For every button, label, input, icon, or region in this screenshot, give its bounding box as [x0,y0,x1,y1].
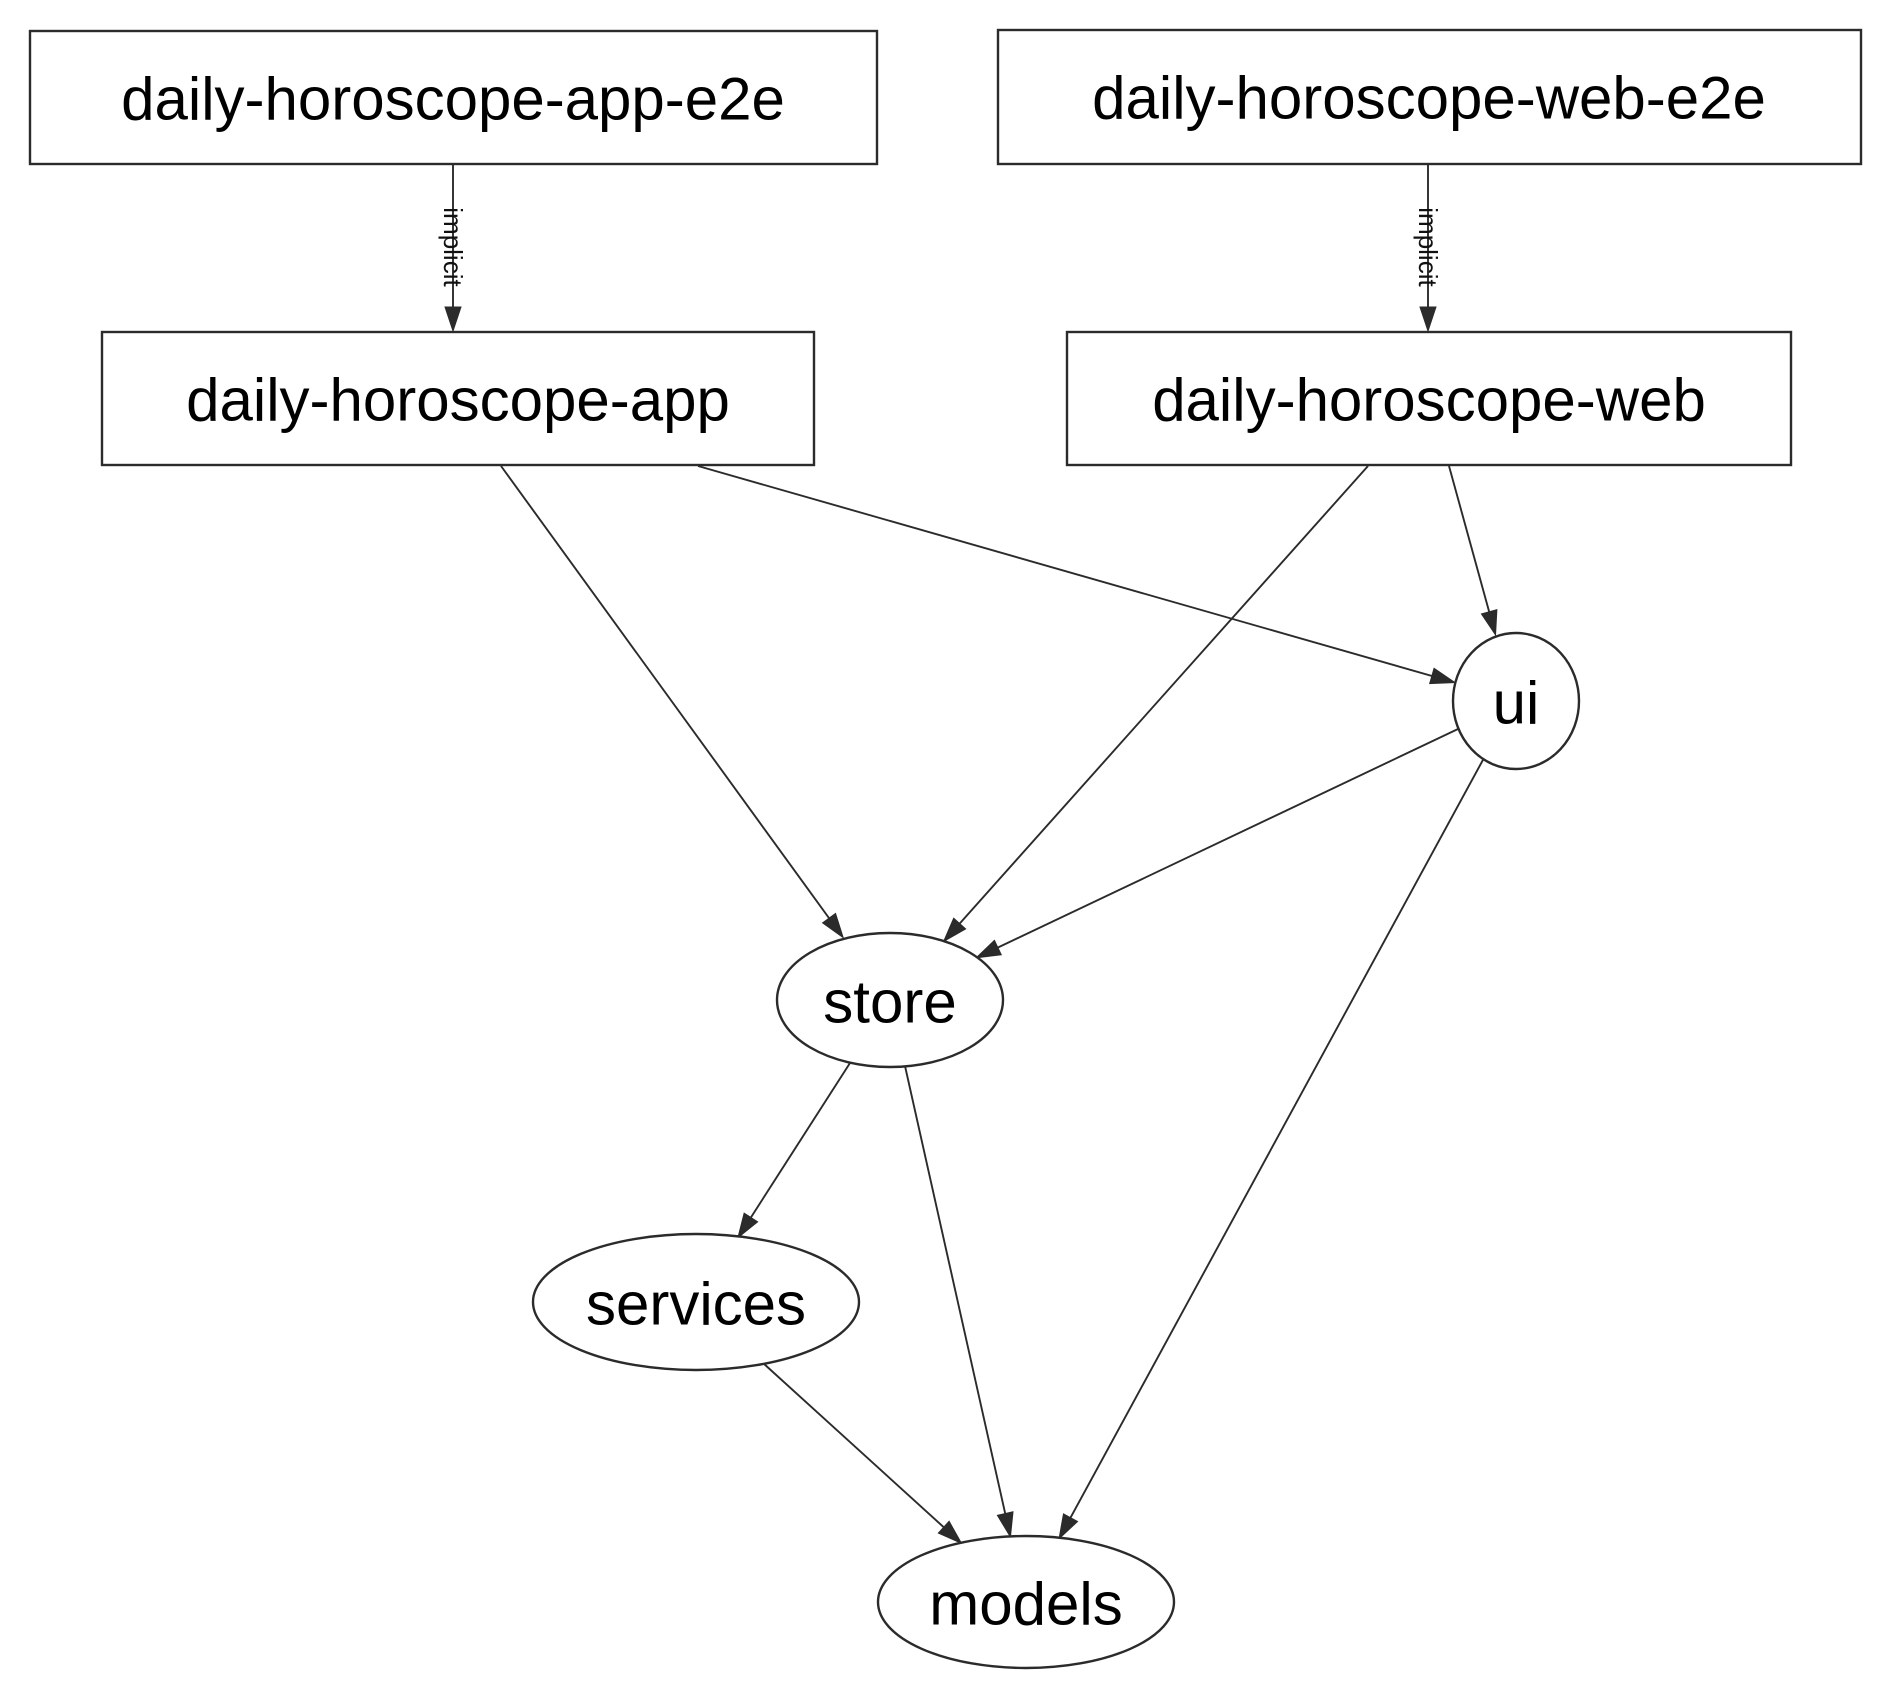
node-ui-label: ui [1493,670,1540,737]
edge-web-to-ui [1448,465,1498,637]
node-daily-horoscope-app-box [100,330,816,467]
edge-ui-to-store [974,728,1459,959]
node-daily-horoscope-web-e2e-box [996,28,1863,166]
edge-label-implicit-app: implicit [438,207,468,287]
node-daily-horoscope-app: daily-horoscope-app [100,330,816,467]
edge-web-to-store [942,465,1369,943]
node-models-ellipse [876,1534,1176,1670]
node-models-label: models [929,1571,1122,1638]
node-store: store [775,931,1005,1069]
node-models: models [876,1534,1176,1670]
node-daily-horoscope-web: daily-horoscope-web [1065,330,1793,467]
node-services-label: services [586,1271,806,1338]
node-ui-ellipse [1451,631,1581,771]
edge-services-to-models [762,1362,963,1545]
edge-ui-to-models [1058,757,1485,1541]
edge-app-to-ui [697,465,1457,685]
node-services: services [531,1232,861,1372]
node-daily-horoscope-web-e2e: daily-horoscope-web-e2e [996,28,1863,166]
node-services-ellipse [531,1232,861,1372]
edge-store-to-models [904,1065,1014,1539]
node-daily-horoscope-app-e2e: daily-horoscope-app-e2e [28,29,879,166]
node-daily-horoscope-web-box [1065,330,1793,467]
edge-label-implicit-web: implicit [1413,207,1443,287]
node-daily-horoscope-web-e2e-label: daily-horoscope-web-e2e [1092,65,1766,132]
node-store-ellipse [775,931,1005,1069]
edge-store-to-services [737,1062,851,1240]
node-daily-horoscope-app-e2e-box [28,29,879,166]
edge-app-to-store [500,465,845,939]
node-ui: ui [1451,631,1581,771]
node-daily-horoscope-app-label: daily-horoscope-app [186,367,730,434]
node-daily-horoscope-web-label: daily-horoscope-web [1152,367,1706,434]
node-daily-horoscope-app-e2e-label: daily-horoscope-app-e2e [121,66,785,133]
node-store-label: store [823,969,956,1036]
